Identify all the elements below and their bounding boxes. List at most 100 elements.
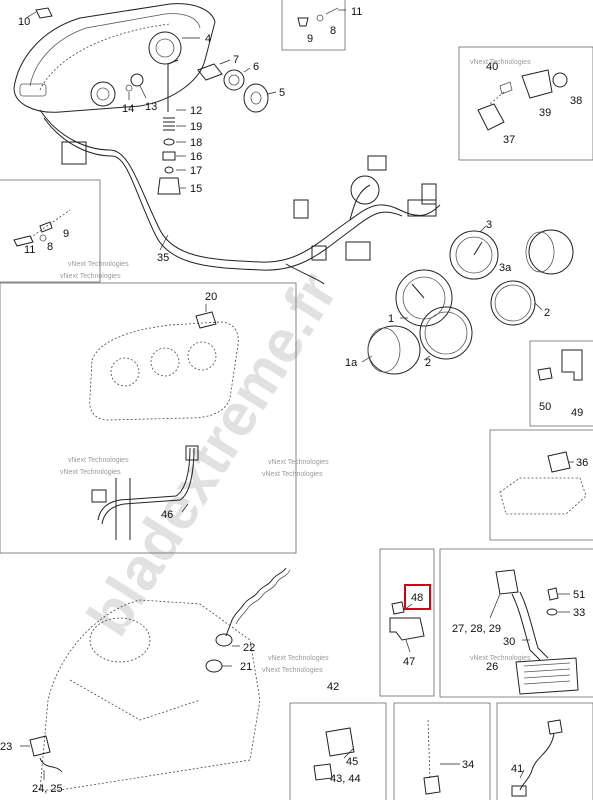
connector-part-43 — [313, 763, 333, 781]
axis-line-left — [29, 209, 71, 239]
callout-11a: 11 — [351, 6, 362, 18]
cable-part-30-outer — [519, 591, 549, 659]
washer-part-17 — [164, 166, 174, 174]
instrument-panel-outline — [89, 321, 239, 421]
wiring-harness — [39, 109, 441, 285]
callout-38: 38 — [570, 95, 582, 107]
connector-left — [61, 141, 87, 165]
callout-35: 35 — [157, 252, 169, 264]
bracket-49-group — [537, 349, 583, 381]
box-instrument-panel — [0, 282, 297, 554]
watermark-credit-7: vNext Technologies — [470, 59, 531, 66]
box-sensor-41 — [496, 702, 593, 800]
sensor-plug-41 — [511, 785, 527, 797]
callout-42: 42 — [327, 681, 339, 693]
callout-2a: 2 — [544, 307, 550, 319]
box-fusebox-36 — [489, 429, 593, 541]
relay-42-group — [313, 727, 355, 781]
leader-6 — [243, 67, 251, 73]
watermark-main: bladextreme.fr — [74, 261, 350, 647]
box-antenna-34 — [393, 702, 491, 800]
box-fasteners-top — [281, 0, 346, 51]
gauge-speedometer-needle — [411, 283, 425, 299]
leader-7 — [219, 59, 231, 65]
fusebox-base — [499, 477, 587, 515]
callout-2b: 2 — [425, 357, 431, 369]
box-sensor-37 — [458, 46, 593, 161]
console-detail — [69, 679, 201, 721]
watermark-credit-8: vNext Technologies — [268, 655, 329, 662]
screw-part-40 — [499, 81, 513, 95]
harness-tail — [285, 263, 325, 285]
instrument-panel-hole-1 — [110, 357, 140, 387]
gauge-tachometer-3-face — [455, 236, 493, 274]
screw-part-9a — [297, 17, 309, 27]
spring-part-19 — [163, 117, 175, 131]
instrument-panel-hole-2 — [150, 347, 180, 377]
leader-41 — [519, 769, 525, 779]
knob-part-15 — [157, 177, 181, 195]
callout-1: 1 — [388, 313, 394, 325]
harness-grommet — [350, 175, 380, 205]
harness-branch-upper — [349, 184, 371, 221]
watermark-credit-2: vNext Technologies — [60, 273, 121, 280]
callout-6: 6 — [253, 61, 259, 73]
leader-5 — [267, 91, 277, 95]
headlamp-bulb-socket-upper-inner — [155, 38, 175, 58]
washer-part-8a — [316, 14, 324, 22]
watermark-credit-4: vNext Technologies — [262, 471, 323, 478]
box-bracket-47 — [379, 548, 435, 697]
headlamp-assembly — [13, 3, 216, 113]
cable-part-30 — [511, 593, 541, 661]
callout-36: 36 — [576, 457, 588, 469]
callout-9a: 9 — [307, 33, 313, 45]
box-relay-42 — [289, 702, 387, 800]
gauge-speedometer-1 — [395, 269, 453, 327]
leader-13 — [139, 85, 147, 99]
connector-lower-small — [311, 245, 327, 261]
callout-39: 39 — [539, 107, 551, 119]
boot-part-5-inner — [250, 91, 262, 105]
gauge-tachometer-3 — [449, 230, 499, 280]
bezel-ring-2a-inner — [494, 284, 532, 322]
callout-49: 49 — [571, 407, 583, 419]
callout-20: 20 — [205, 291, 217, 303]
box-fasteners-left — [0, 179, 101, 283]
harness-part-46-outer — [101, 447, 195, 525]
callout-37: 37 — [503, 134, 515, 146]
boot-part-5 — [243, 83, 269, 113]
connector-part-27 — [495, 569, 519, 595]
callout-51: 51 — [573, 589, 585, 601]
bracket-47-group — [389, 601, 425, 641]
grommet-part-13 — [130, 73, 144, 87]
axis-line-37 — [489, 91, 505, 105]
callout-24-25: 24, 25 — [32, 783, 63, 795]
callout-3a: 3a — [499, 262, 512, 274]
watermark-credit-5: vNext Technologies — [68, 457, 129, 464]
watermark: bladextreme.fr vNext Technologies vNext … — [60, 59, 531, 674]
watermark-credit-6: vNext Technologies — [60, 469, 121, 476]
callout-23: 23 — [0, 741, 12, 753]
callout-19: 19 — [190, 121, 202, 133]
callout-30: 30 — [503, 636, 515, 648]
callout-8b: 8 — [47, 241, 53, 253]
callout-12: 12 — [190, 105, 202, 117]
ring-part-6-inner — [228, 74, 240, 86]
screw-part-48 — [391, 601, 405, 615]
gauge-cup-3a — [528, 229, 574, 275]
callout-22: 22 — [243, 642, 255, 654]
bracket-part-47 — [389, 617, 425, 641]
regulator-fins — [523, 662, 571, 685]
watermark-credit-10: vNext Technologies — [470, 655, 531, 662]
ring-part-38 — [552, 72, 568, 88]
callout-27-28-29: 27, 28, 29 — [452, 623, 501, 635]
headlamp-housing — [13, 3, 216, 113]
harness-main-run — [39, 109, 441, 263]
antenna-34-group — [423, 719, 441, 795]
coil-plug-22 — [215, 633, 233, 647]
screw-part-11b — [13, 235, 34, 247]
gauge-cup-3a-inner — [525, 231, 555, 273]
callout-47: 47 — [403, 656, 415, 668]
